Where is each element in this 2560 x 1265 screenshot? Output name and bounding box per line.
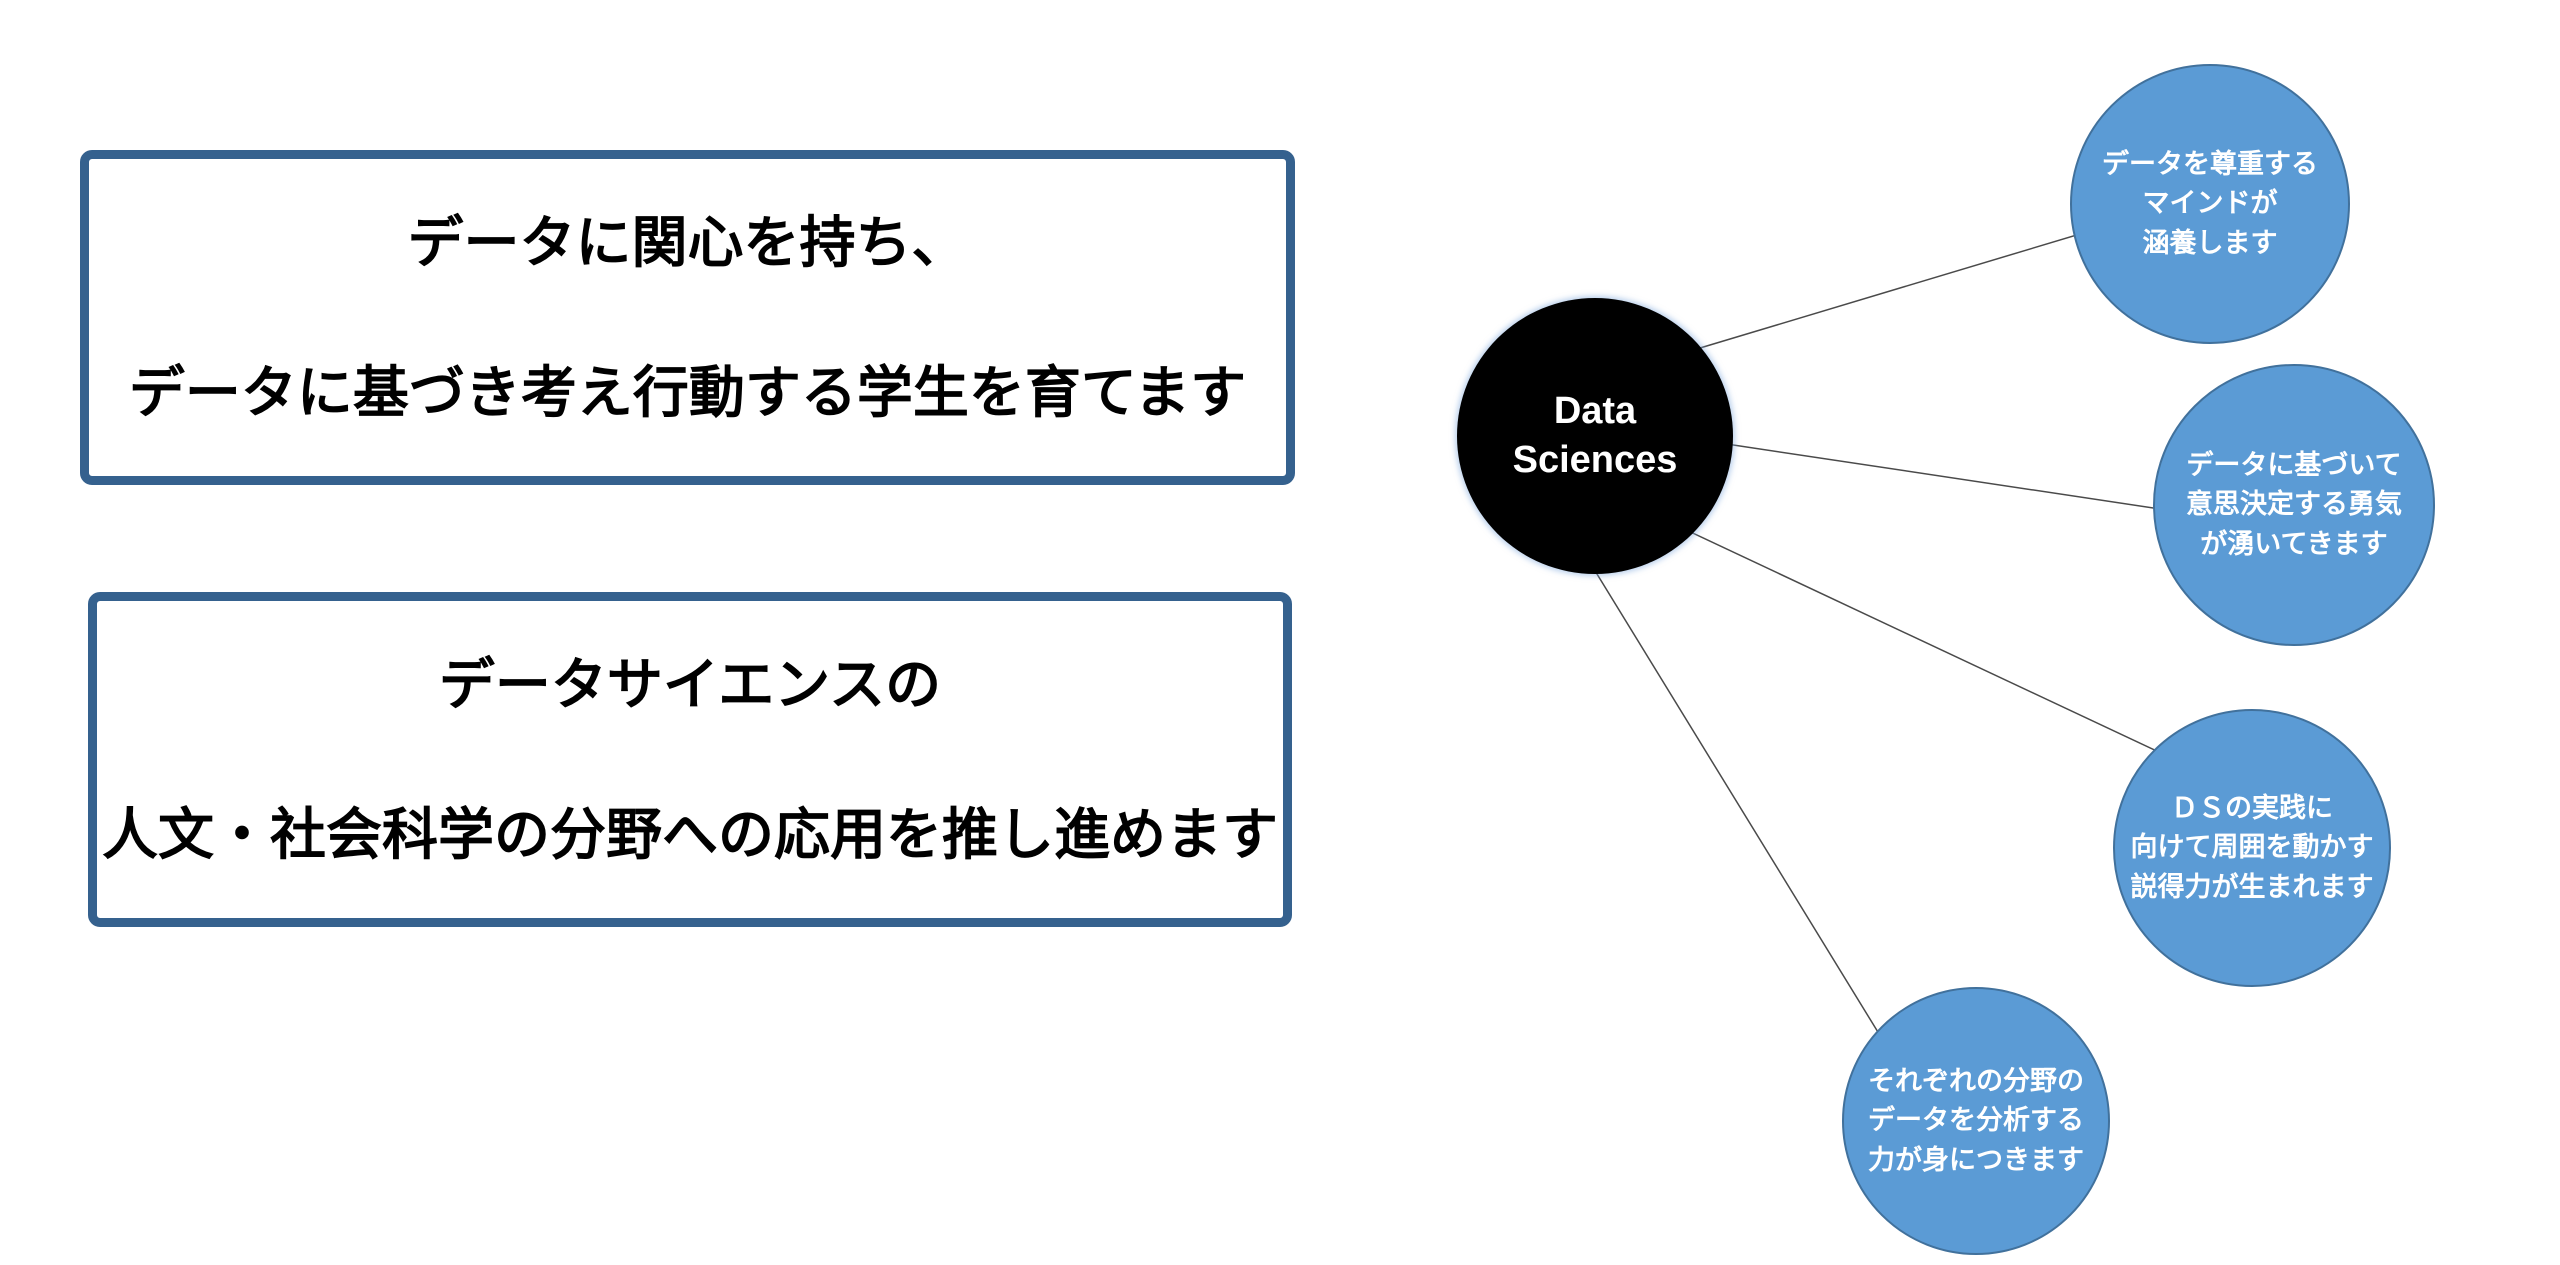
statement-box-2-line-1: データサイエンスの xyxy=(438,652,942,716)
node-2-line-2: 意思決定する勇気 xyxy=(2186,489,2402,520)
node-4-line-1: それぞれの分野の xyxy=(1868,1066,2084,1097)
statement-box-application: データサイエンスの 人文・社会科学の分野への応用を推し進めます xyxy=(88,592,1292,927)
node-1-line-2: マインドが xyxy=(2142,188,2278,219)
statement-box-1-line-1: データに関心を持ち、 xyxy=(407,210,968,274)
node-2-line-1: データに基づいて xyxy=(2186,450,2402,481)
connector-line-hub-to-node-3 xyxy=(1649,512,2181,763)
hub-label-line-2: Sciences xyxy=(1512,439,1678,481)
hub-circle-data-sciences: Data Sciences xyxy=(1457,298,1733,574)
statement-box-1-line-2: データに基づき考え行動する学生を育てます xyxy=(128,360,1247,424)
node-1-line-1: データを尊重する xyxy=(2102,149,2318,180)
node-4-line-3: 力が身につきます xyxy=(1868,1144,2084,1175)
node-1-line-3: 涵養します xyxy=(2142,227,2278,258)
connector-line-hub-to-node-2 xyxy=(1699,439,2181,513)
node-circle-respect-data-mind: データを尊重する マインドが 涵養します xyxy=(2070,64,2350,344)
node-circle-decision-courage: データに基づいて 意思決定する勇気 が湧いてきます xyxy=(2153,364,2435,646)
statement-box-interest: データに関心を持ち、 データに基づき考え行動する学生を育てます xyxy=(80,150,1295,485)
node-circle-persuasion-power: ＤＳの実践に 向けて周囲を動かす 説得力が生まれます xyxy=(2113,709,2391,987)
connector-line-hub-to-node-4 xyxy=(1569,529,1901,1069)
hub-label-line-1: Data xyxy=(1553,389,1637,432)
node-4-line-2: データを分析する xyxy=(1868,1105,2084,1136)
statement-box-2-line-2: 人文・社会科学の分野への応用を推し進めます xyxy=(102,802,1278,866)
node-3-line-2: 向けて周囲を動かす xyxy=(2130,832,2374,863)
node-2-line-3: が湧いてきます xyxy=(2200,528,2388,559)
node-3-line-3: 説得力が生まれます xyxy=(2130,871,2374,902)
node-3-line-1: ＤＳの実践に xyxy=(2171,793,2333,824)
connector-line-hub-to-node-1 xyxy=(1659,224,2111,361)
node-circle-analysis-skill: それぞれの分野の データを分析する 力が身につきます xyxy=(1842,987,2110,1255)
